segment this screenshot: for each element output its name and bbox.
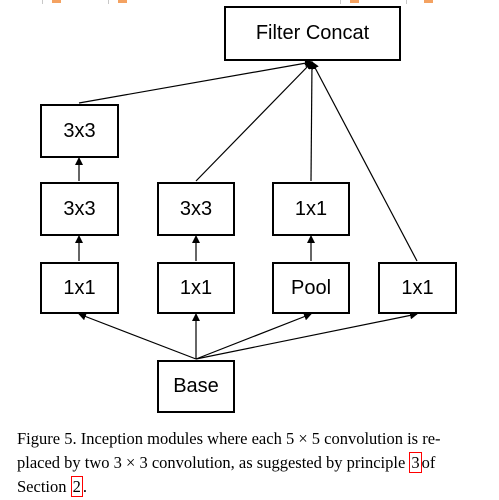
inception-diagram — [75, 59, 418, 360]
section-reference-link[interactable]: 2 — [70, 476, 83, 497]
filter-concat-label: Filter Concat — [255, 22, 370, 44]
edge-right-to-concat — [311, 61, 418, 262]
box-label: 3x3 — [63, 119, 96, 142]
figure-caption: Figure 5. Inception modules where each 5… — [17, 427, 489, 499]
filter-concat-box: Filter Concat — [224, 6, 401, 61]
left-top-3x3-box: 3x3 — [40, 104, 119, 158]
center-right-mid-1x1-box: 1x1 — [272, 182, 350, 236]
caption-text: . — [82, 477, 87, 496]
box-label: 1x1 — [179, 276, 213, 299]
box-label: Base — [173, 375, 219, 397]
top-strip — [0, 0, 499, 4]
edge-center-right-to-concat — [307, 61, 316, 182]
strip-segment — [108, 0, 169, 4]
strip-segment — [340, 0, 401, 4]
base-box: Base — [157, 360, 235, 413]
pool-box: Pool — [272, 262, 350, 314]
caption-line-3: Section 2. — [17, 475, 489, 499]
left-bottom-1x1-box: 1x1 — [40, 262, 119, 314]
box-label: 1x1 — [63, 276, 96, 299]
principle-reference-link[interactable]: 3 — [409, 452, 422, 473]
caption-text: placed by two 3 × 3 convolution, as sugg… — [17, 453, 406, 472]
strip-mark — [350, 0, 359, 3]
caption-line-2: placed by two 3 × 3 convolution, as sugg… — [17, 451, 489, 475]
strip-mark — [118, 0, 127, 3]
strip-segment — [42, 0, 103, 4]
edge-base-to-right — [195, 311, 418, 360]
edge-base-to-left — [78, 312, 197, 360]
box-label: 3x3 — [179, 197, 213, 220]
caption-line-1: Figure 5. Inception modules where each 5… — [17, 429, 441, 448]
box-label: 3x3 — [63, 197, 96, 220]
edge-left-top-to-concat — [78, 59, 313, 104]
center-left-mid-3x3-box: 3x3 — [157, 182, 235, 236]
box-label: Pool — [290, 276, 332, 299]
right-bottom-1x1-box: 1x1 — [378, 262, 457, 314]
box-label: 1x1 — [294, 197, 328, 220]
strip-segment — [406, 0, 467, 4]
edge-base-to-pool — [195, 312, 312, 360]
box-label: 1x1 — [401, 276, 434, 299]
caption-text: of — [421, 453, 436, 472]
left-mid-3x3-box: 3x3 — [40, 182, 119, 236]
caption-text: Section — [17, 477, 67, 496]
strip-mark — [52, 0, 61, 3]
center-left-bottom-1x1-box: 1x1 — [157, 262, 235, 314]
strip-mark — [424, 0, 433, 3]
edge-center-left-to-concat — [195, 61, 313, 182]
